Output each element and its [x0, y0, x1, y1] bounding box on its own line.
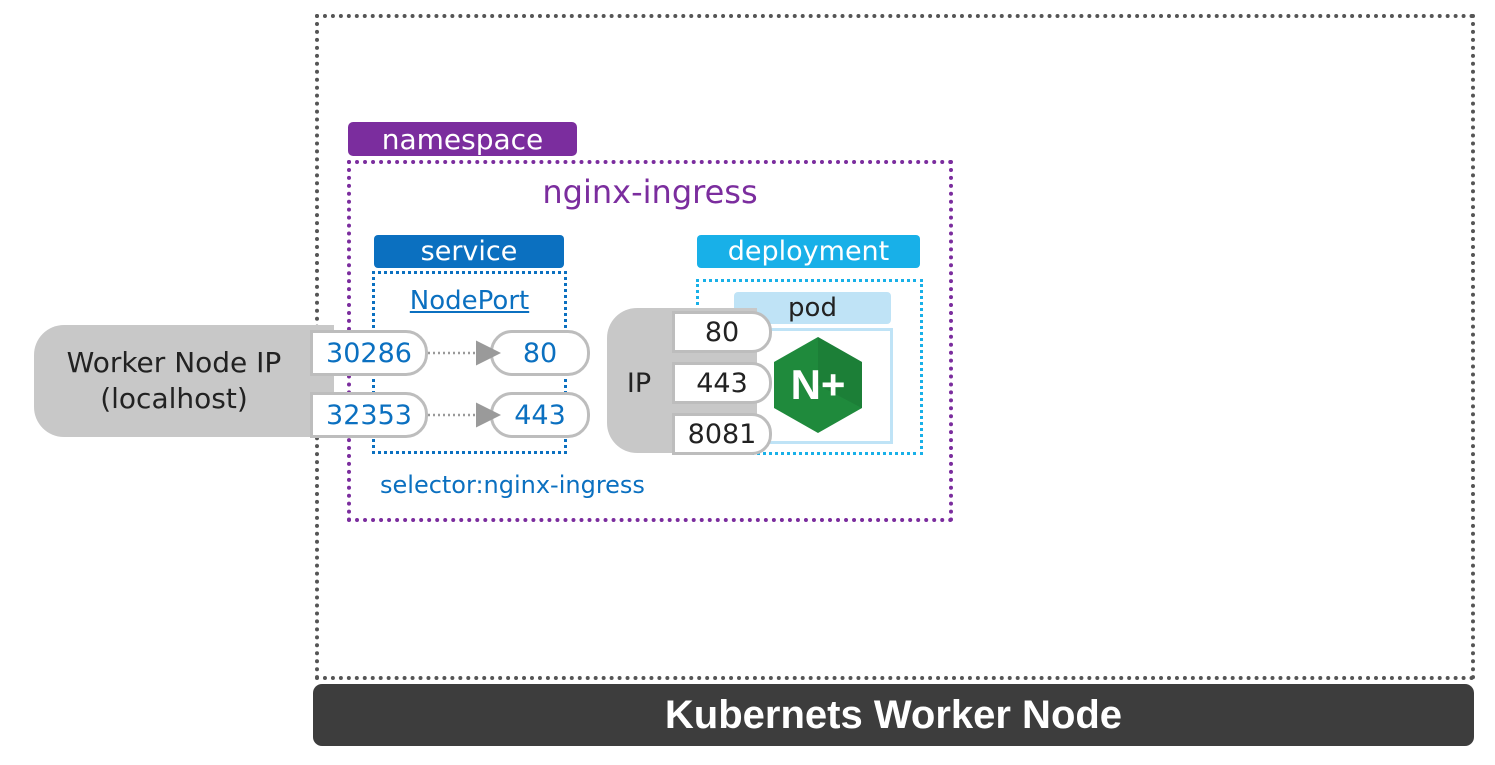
service-type-link[interactable]: NodePort [409, 286, 530, 316]
container-port-label: 80 [704, 316, 740, 348]
worker-node-bar: Kubernets Worker Node [313, 684, 1474, 746]
container-port-pill: 443 [672, 362, 772, 404]
service-port-pill: 443 [490, 392, 590, 438]
namespace-name: nginx-ingress [542, 173, 758, 211]
service-port-label: 80 [522, 337, 558, 369]
node-port-pill: 32353 [310, 392, 428, 438]
worker-node-ip-block [34, 325, 334, 437]
service-tag: service [374, 235, 564, 268]
worker-node-ip-line1: Worker Node IP [66, 346, 282, 379]
node-port-label: 30286 [326, 337, 412, 369]
worker-node-ip-line2: (localhost) [100, 382, 248, 415]
service-tag-label: service [420, 236, 518, 267]
pod-ip-label: IP [626, 367, 652, 399]
worker-node-ip-label: Worker Node IP (localhost) [34, 325, 314, 437]
node-port-pill: 30286 [310, 330, 428, 376]
deployment-tag-label: deployment [727, 236, 890, 267]
namespace-tag-label: namespace [381, 122, 544, 156]
namespace-tag: namespace [348, 122, 577, 156]
pod-tag-label: pod [788, 293, 837, 323]
container-port-label: 8081 [687, 418, 757, 450]
nginx-plus-icon: N+ [774, 337, 862, 433]
service-selector: selector:nginx-ingress [380, 471, 645, 499]
container-port-pill: 8081 [672, 413, 772, 455]
container-port-label: 443 [696, 367, 748, 399]
deployment-tag: deployment [697, 235, 920, 268]
service-port-label: 443 [514, 399, 566, 431]
worker-node-title: Kubernets Worker Node [664, 692, 1123, 737]
nginx-plus-logo-text: N+ [791, 361, 846, 408]
service-port-pill: 80 [490, 330, 590, 376]
container-port-pill: 80 [672, 311, 772, 353]
node-port-label: 32353 [326, 399, 412, 431]
